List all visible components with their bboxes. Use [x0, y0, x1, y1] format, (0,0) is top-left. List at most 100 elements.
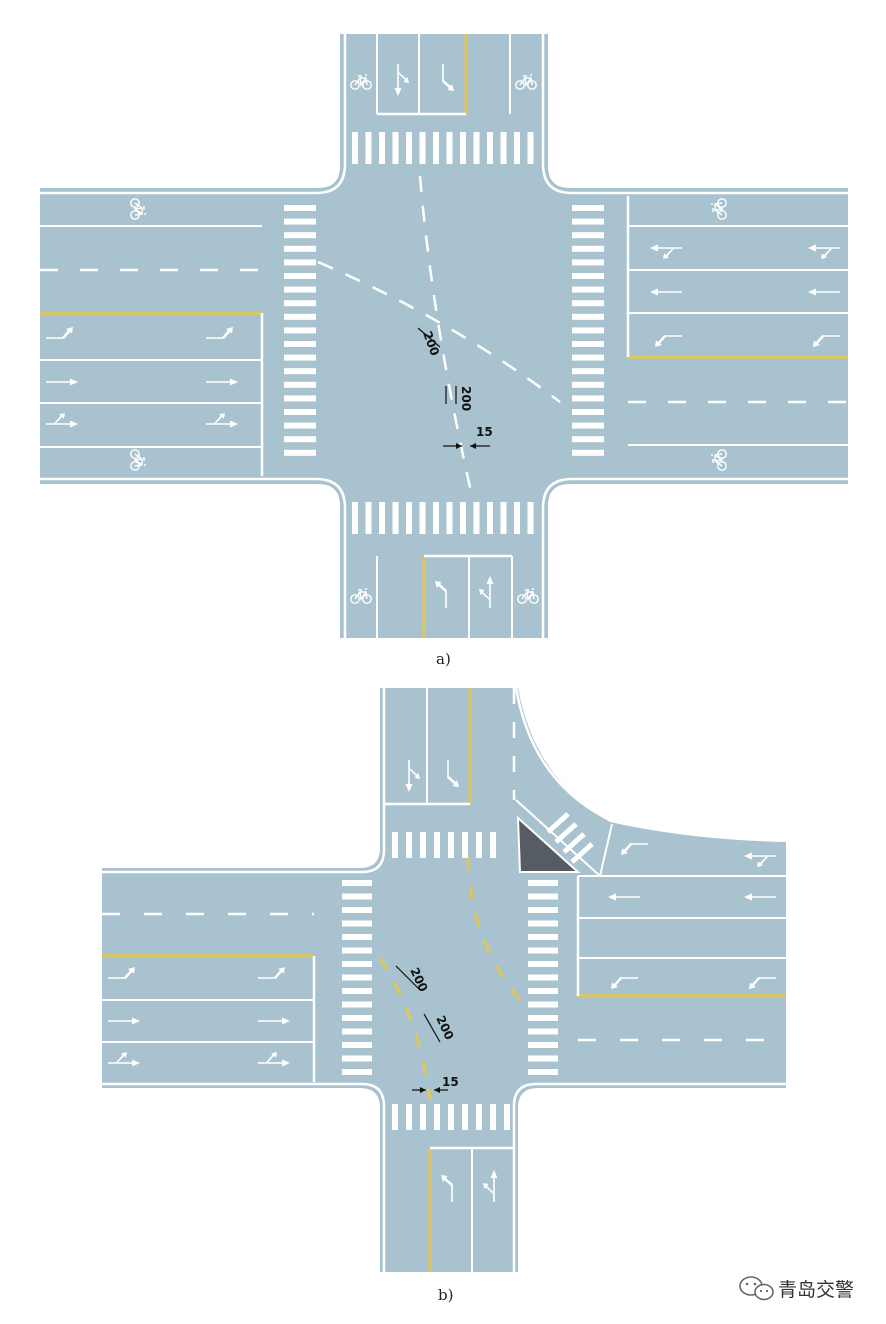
- crosswalk-stripe: [572, 286, 604, 293]
- west-lanes-a: [40, 198, 264, 476]
- crosswalk-stripe: [406, 502, 412, 534]
- crosswalk-stripe: [284, 395, 316, 402]
- crosswalk-stripe: [406, 132, 412, 164]
- crosswalk-stripe: [352, 502, 358, 534]
- crosswalk-stripe: [527, 502, 534, 534]
- crosswalk-stripe: [434, 832, 440, 858]
- crosswalk-stripe: [528, 947, 558, 954]
- crosswalks-b: [342, 832, 558, 1130]
- crosswalk-stripe: [528, 920, 558, 927]
- crosswalk-stripe: [342, 1015, 372, 1021]
- crosswalk-stripe: [528, 1069, 558, 1075]
- crosswalk-stripe: [514, 132, 520, 164]
- crosswalk-stripe: [572, 327, 604, 334]
- crosswalk-stripe: [342, 1042, 372, 1048]
- crosswalk-stripe: [528, 1028, 558, 1035]
- crosswalk-stripe: [420, 832, 426, 858]
- figure-caption-a: a): [436, 650, 451, 668]
- crosswalk-stripe: [572, 409, 604, 415]
- crosswalk-stripe: [572, 300, 604, 307]
- crosswalk-stripe: [476, 1104, 482, 1130]
- crosswalk-stripe: [528, 1015, 558, 1021]
- crosswalk-stripe: [446, 132, 453, 164]
- east-lanes-a: [626, 196, 848, 471]
- crosswalk-stripe: [460, 132, 466, 164]
- crosswalk-stripe: [572, 313, 604, 320]
- svg-text:200: 200: [459, 386, 473, 411]
- crosswalk-stripe: [448, 832, 454, 858]
- crosswalk-stripe: [420, 1104, 426, 1130]
- crosswalk-stripe: [446, 502, 453, 534]
- crosswalk-stripe: [433, 132, 439, 164]
- crosswalk-stripe: [342, 907, 372, 913]
- crosswalk-stripe: [514, 502, 520, 534]
- crosswalk-stripe: [342, 880, 372, 886]
- crosswalk-stripe: [448, 1104, 454, 1130]
- crosswalk-stripe: [379, 132, 385, 164]
- crosswalk-stripe: [487, 132, 493, 164]
- north-lanes-a: [350, 34, 537, 116]
- crosswalk-stripe: [342, 947, 372, 954]
- crosswalk-stripe: [476, 832, 482, 858]
- curb-lines-b: [102, 687, 787, 1272]
- crosswalk-stripe: [490, 1104, 496, 1130]
- crosswalk-stripe: [500, 132, 507, 164]
- watermark: 青岛交警: [739, 1276, 854, 1301]
- crosswalk-stripe: [342, 920, 372, 927]
- crosswalk-stripe: [379, 502, 385, 534]
- left-turn-guide-lines-a: [317, 175, 561, 497]
- crosswalk-stripe: [504, 1104, 510, 1130]
- crosswalk-stripe: [528, 893, 558, 900]
- crosswalk-stripe: [528, 907, 558, 913]
- pavement-b: [102, 688, 786, 1272]
- pavement-a: [40, 34, 848, 638]
- crosswalk-stripe: [419, 502, 426, 534]
- crosswalk-stripe: [284, 327, 316, 334]
- crosswalk-stripe: [284, 381, 316, 388]
- crosswalk-stripe: [342, 1055, 372, 1062]
- svg-text:15: 15: [442, 1075, 459, 1089]
- crosswalk-stripe: [528, 974, 558, 981]
- crosswalk-stripe: [572, 341, 604, 347]
- crosswalk-stripe: [284, 232, 316, 239]
- figure-caption-b: b): [438, 1286, 453, 1304]
- crosswalk-stripe: [365, 502, 372, 534]
- channelizing-island-b: [515, 799, 648, 877]
- crosswalks-a: [284, 132, 604, 534]
- crosswalk-stripe: [284, 286, 316, 293]
- crosswalk-stripe: [434, 1104, 440, 1130]
- crosswalk-stripe: [572, 205, 604, 211]
- crosswalk-stripe: [572, 354, 604, 361]
- crosswalk-stripe: [527, 132, 534, 164]
- intersection-b: 200 200 15 b): [102, 687, 787, 1304]
- north-lanes-b: [384, 688, 516, 806]
- crosswalk-stripe: [528, 988, 558, 994]
- crosswalk-stripe: [365, 132, 372, 164]
- wechat-icon: [739, 1276, 774, 1301]
- crosswalk-stripe: [342, 934, 372, 940]
- crosswalk-stripe: [419, 132, 426, 164]
- crosswalk-stripe: [392, 1104, 398, 1130]
- crosswalk-stripe: [572, 422, 604, 429]
- south-lanes-a: [350, 554, 539, 638]
- crosswalk-stripe: [284, 245, 316, 252]
- crosswalk-stripe: [572, 218, 604, 225]
- svg-text:15: 15: [476, 425, 493, 439]
- crosswalk-stripe: [572, 232, 604, 239]
- crosswalk-stripe: [284, 300, 316, 307]
- crosswalk-stripe: [284, 259, 316, 266]
- crosswalk-stripe: [462, 1104, 468, 1130]
- crosswalk-stripe: [284, 368, 316, 375]
- crosswalk-stripe: [392, 502, 399, 534]
- crosswalk-stripe: [528, 1042, 558, 1048]
- south-lanes-b: [428, 1146, 514, 1272]
- crosswalk-stripe: [352, 132, 358, 164]
- crosswalk-stripe: [473, 132, 480, 164]
- crosswalk-stripe: [284, 354, 316, 361]
- west-lanes-b: [102, 912, 316, 1082]
- crosswalk-stripe: [284, 436, 316, 443]
- crosswalk-stripe: [392, 832, 398, 858]
- crosswalk-stripe: [528, 934, 558, 940]
- crosswalk-stripe: [433, 502, 439, 534]
- crosswalk-stripe: [487, 502, 493, 534]
